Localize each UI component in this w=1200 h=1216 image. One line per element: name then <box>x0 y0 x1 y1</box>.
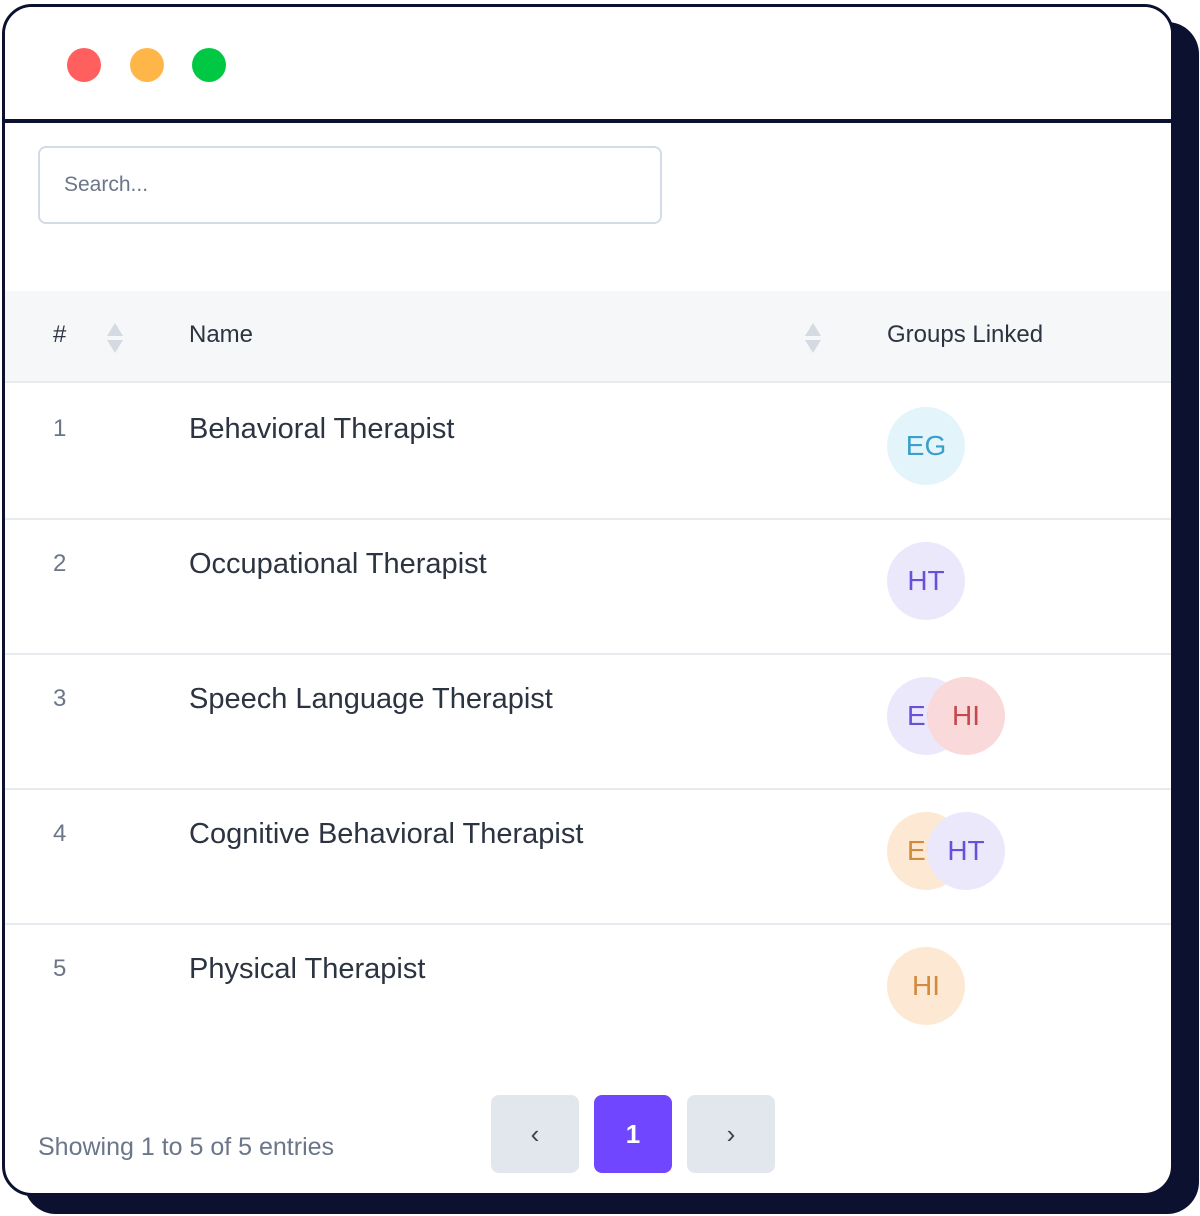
row-index: 3 <box>53 685 67 712</box>
group-avatar[interactable]: HT <box>887 542 965 620</box>
row-name: Physical Therapist <box>189 953 426 985</box>
previous-page-button[interactable]: ‹ <box>491 1095 579 1173</box>
row-index: 1 <box>53 415 67 442</box>
group-avatar[interactable]: HT <box>927 812 1005 890</box>
row-name: Speech Language Therapist <box>189 683 553 715</box>
sort-icon[interactable] <box>804 321 822 355</box>
table-row[interactable]: 5 Physical Therapist HI <box>5 923 1171 1058</box>
entries-summary: Showing 1 to 5 of 5 entries <box>38 1133 335 1161</box>
table-header: # Name Groups Linked <box>5 291 1171 383</box>
group-avatar[interactable]: HI <box>887 947 965 1025</box>
next-page-button[interactable]: › <box>687 1095 775 1173</box>
row-index: 5 <box>53 955 67 982</box>
page-1-button[interactable]: 1 <box>594 1095 672 1173</box>
search-input[interactable] <box>38 146 662 224</box>
row-index: 4 <box>53 820 67 847</box>
table-row[interactable]: 1 Behavioral Therapist EG <box>5 383 1171 520</box>
row-name: Cognitive Behavioral Therapist <box>189 818 584 850</box>
name-header[interactable]: Name <box>189 321 254 348</box>
minimize-dot[interactable] <box>130 48 164 82</box>
row-index: 2 <box>53 550 67 577</box>
table-row[interactable]: 2 Occupational Therapist HT <box>5 518 1171 655</box>
groups-linked-header: Groups Linked <box>887 321 1044 348</box>
app-window: # Name Groups Linked 1 Behavioral Therapi… <box>2 4 1174 1196</box>
close-dot[interactable] <box>67 48 101 82</box>
row-name: Occupational Therapist <box>189 548 487 580</box>
group-avatar[interactable]: EG <box>887 407 965 485</box>
title-bar <box>5 7 1171 123</box>
index-header: # <box>53 321 67 348</box>
group-avatar[interactable]: HI <box>927 677 1005 755</box>
sort-icon[interactable] <box>106 321 124 355</box>
row-name: Behavioral Therapist <box>189 413 455 445</box>
maximize-dot[interactable] <box>192 48 226 82</box>
